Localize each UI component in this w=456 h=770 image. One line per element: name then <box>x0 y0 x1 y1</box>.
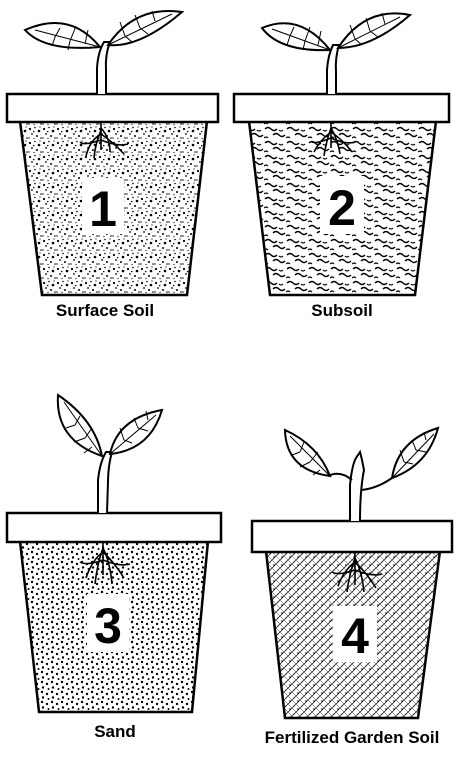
pot-2-seedling <box>262 13 410 94</box>
pot-2-rim <box>234 94 449 122</box>
pot-3 <box>7 395 221 712</box>
pot-3-rim <box>7 513 221 542</box>
pot-3-label: Sand <box>40 722 190 742</box>
pot-3-number: 3 <box>94 598 122 654</box>
pot-2 <box>234 13 449 295</box>
pot-1-seedling <box>25 11 182 94</box>
pot-4 <box>252 428 452 718</box>
pot-4-rim <box>252 521 452 552</box>
pot-2-label: Subsoil <box>262 301 422 321</box>
pot-1-rim <box>7 94 218 122</box>
pot-4-number: 4 <box>341 608 369 664</box>
pot-2-number: 2 <box>328 180 356 236</box>
pot-3-seedling <box>58 395 162 513</box>
pot-4-seedling <box>285 428 438 521</box>
pot-1-number: 1 <box>89 181 117 237</box>
pot-1 <box>7 11 218 295</box>
pot-1-label: Surface Soil <box>20 301 190 321</box>
pot-4-label: Fertilized Garden Soil <box>262 728 442 748</box>
